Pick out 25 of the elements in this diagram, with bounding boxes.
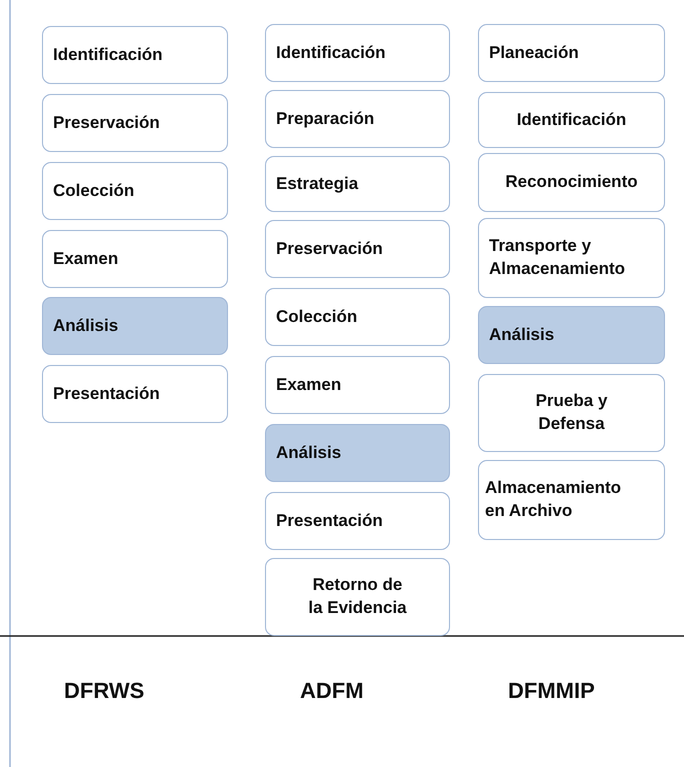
step-box: Preservación (42, 94, 228, 152)
step-box: Estrategia (265, 156, 450, 212)
step-box: Análisis (42, 297, 228, 355)
step-box: Presentación (265, 492, 450, 550)
step-box: Presentación (42, 365, 228, 423)
step-box: Prueba y Defensa (478, 374, 665, 452)
step-box: Colección (265, 288, 450, 346)
step-box: Identificación (478, 92, 665, 148)
step-box: Almacenamiento en Archivo (478, 460, 665, 540)
step-box: Preparación (265, 90, 450, 148)
step-box: Examen (265, 356, 450, 414)
step-box: Retorno de la Evidencia (265, 558, 450, 636)
column-heading: ADFM (300, 678, 364, 704)
step-box: Reconocimiento (478, 153, 665, 212)
column-heading: DFMMIP (508, 678, 595, 704)
step-box: Identificación (265, 24, 450, 82)
step-box: Preservación (265, 220, 450, 278)
step-box: Planeación (478, 24, 665, 82)
step-box: Transporte y Almacenamiento (478, 218, 665, 298)
step-box: Identificación (42, 26, 228, 84)
column-heading: DFRWS (64, 678, 144, 704)
step-box: Análisis (478, 306, 665, 364)
step-box: Colección (42, 162, 228, 220)
step-box: Análisis (265, 424, 450, 482)
step-box: Examen (42, 230, 228, 288)
